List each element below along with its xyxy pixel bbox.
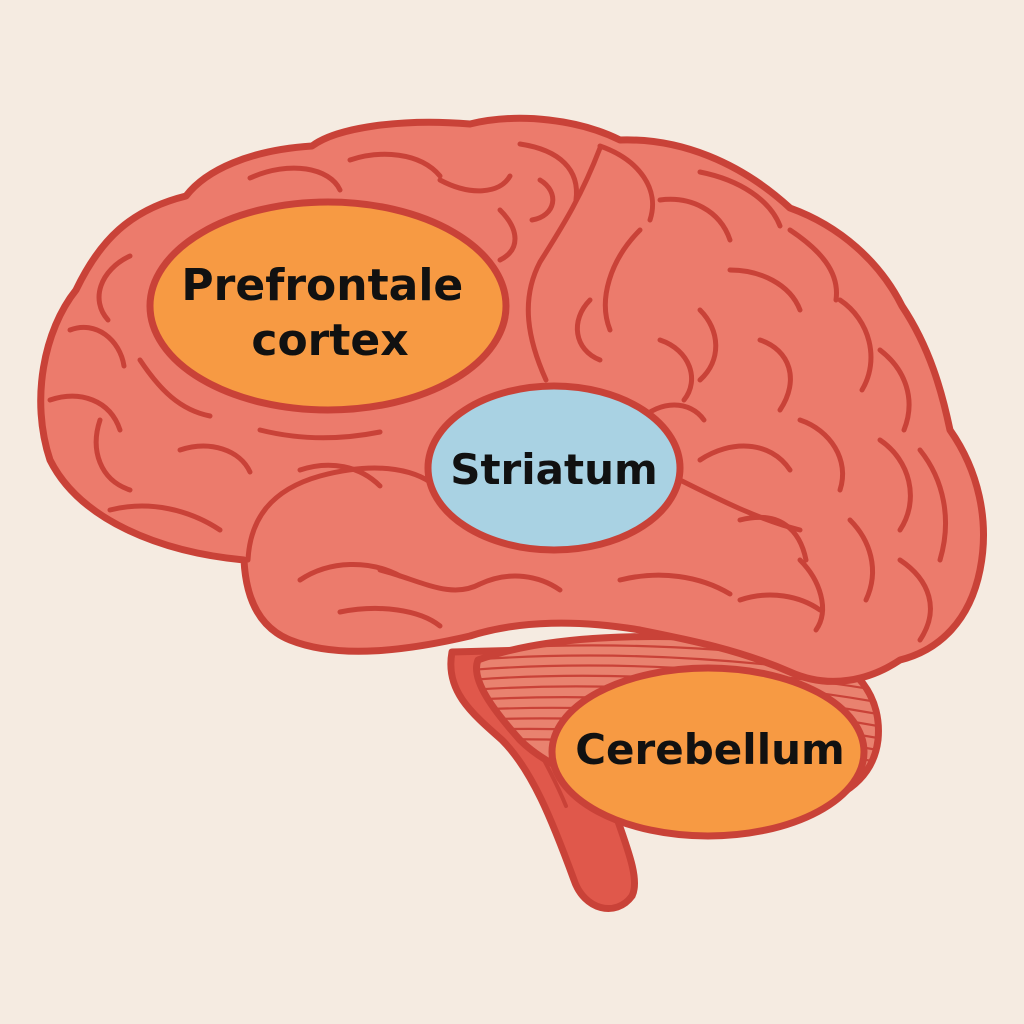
prefrontal-cortex-shape [146,198,510,414]
prefrontal-cortex-label-line-2: cortex [251,315,408,366]
striatum-shape [424,382,684,554]
region-striatum: Striatum [424,382,684,554]
prefrontal-cortex-label-line-1: Prefrontale [181,260,463,311]
cerebellum-label: Cerebellum [575,725,845,774]
cerebellum-label-line-1: Cerebellum [575,725,845,774]
cerebellum-shape [548,664,868,840]
brain-folds [47,141,948,643]
striatum-label-line-1: Striatum [450,445,658,494]
region-cerebellum: Cerebellum [548,664,868,840]
prefrontal-cortex-label: Prefrontale cortex [181,260,478,366]
striatum-label: Striatum [450,445,658,494]
region-prefrontal-cortex: Prefrontale cortex [146,198,510,414]
